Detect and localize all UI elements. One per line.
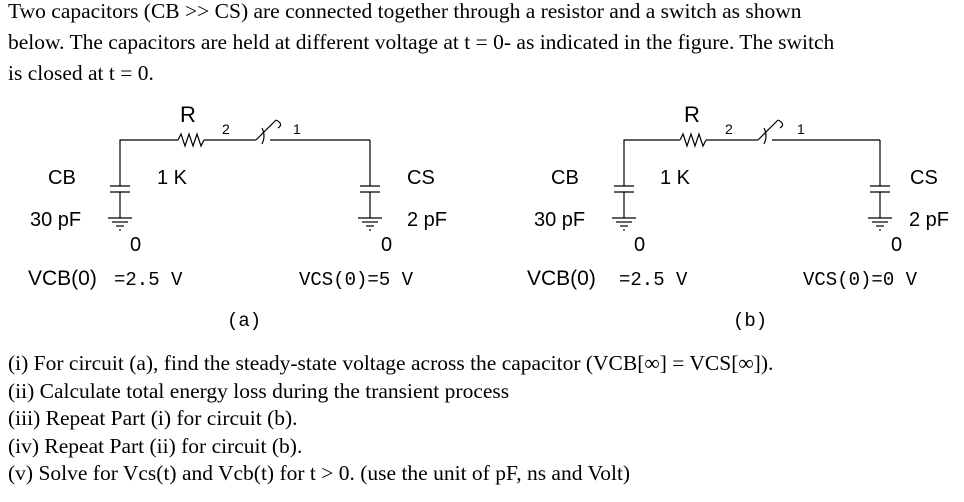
intro-line-2: below. The capacitors are held at differ… bbox=[8, 30, 835, 54]
vcb-label: VCB(0) bbox=[527, 267, 596, 290]
resistor-value: 1 K bbox=[157, 167, 188, 189]
ground-label-right: 0 bbox=[891, 234, 902, 256]
question-i: (i) For circuit (a), find the steady-sta… bbox=[8, 351, 774, 375]
ground-label-right: 0 bbox=[381, 234, 392, 256]
vcs-label: VCS(0)=5 V bbox=[299, 269, 414, 291]
intro-line-1: Two capacitors (CB >> CS) are connected … bbox=[8, 0, 802, 23]
cap-left-name: CB bbox=[48, 167, 76, 189]
question-iv: (iv) Repeat Part (ii) for circuit (b). bbox=[8, 433, 303, 458]
resistor-value: 1 K bbox=[660, 167, 691, 189]
switch-symbol bbox=[255, 119, 282, 145]
cap-left-name: CB bbox=[551, 167, 579, 189]
resistor-name: R bbox=[180, 102, 196, 127]
cap-right-name: CS bbox=[910, 167, 938, 189]
resistor-zigzag bbox=[679, 132, 707, 148]
vcb-label: VCB(0) bbox=[28, 267, 97, 290]
question-ii: (ii) Calculate total energy loss during … bbox=[8, 378, 510, 403]
question-list: (i) For circuit (a), find the steady-sta… bbox=[8, 350, 958, 488]
node-label-right: 1 bbox=[797, 121, 805, 137]
vcs-label: VCS(0)=0 V bbox=[803, 269, 918, 291]
vcb-value: =2.5 V bbox=[619, 269, 688, 291]
question-iii: (iii) Repeat Part (i) for circuit (b). bbox=[8, 406, 298, 430]
node-label-left: 2 bbox=[725, 121, 733, 137]
circuit-b: R 2 1 1 K CB 30 pF CS 2 pF 0 0 VCB(0) =2… bbox=[527, 102, 949, 332]
resistor-zigzag bbox=[177, 132, 205, 148]
cap-left-value: 30 pF bbox=[30, 209, 81, 231]
ground-label-left: 0 bbox=[130, 234, 141, 256]
node-label-left: 2 bbox=[222, 121, 230, 137]
circuit-a: R 2 1 1 K CB 30 pF CS 2 pF 0 0 VCB(0) =2… bbox=[28, 102, 447, 332]
switch-symbol bbox=[757, 119, 784, 145]
cap-left-value: 30 pF bbox=[534, 209, 585, 231]
circuit-caption: (a) bbox=[227, 310, 261, 332]
node-label-right: 1 bbox=[293, 121, 301, 137]
resistor-name: R bbox=[684, 102, 700, 127]
cap-right-value: 2 pF bbox=[407, 209, 447, 231]
cap-right-value: 2 pF bbox=[909, 209, 949, 231]
circuit-caption: (b) bbox=[733, 310, 767, 332]
intro-line-3: is closed at t = 0. bbox=[8, 61, 154, 85]
cap-right-name: CS bbox=[407, 167, 435, 189]
vcb-value: =2.5 V bbox=[114, 269, 183, 291]
ground-label-left: 0 bbox=[634, 234, 645, 256]
question-v: (v) Solve for Vcs(t) and Vcb(t) for t > … bbox=[8, 461, 631, 485]
problem-intro: Two capacitors (CB >> CS) are connected … bbox=[8, 0, 958, 89]
